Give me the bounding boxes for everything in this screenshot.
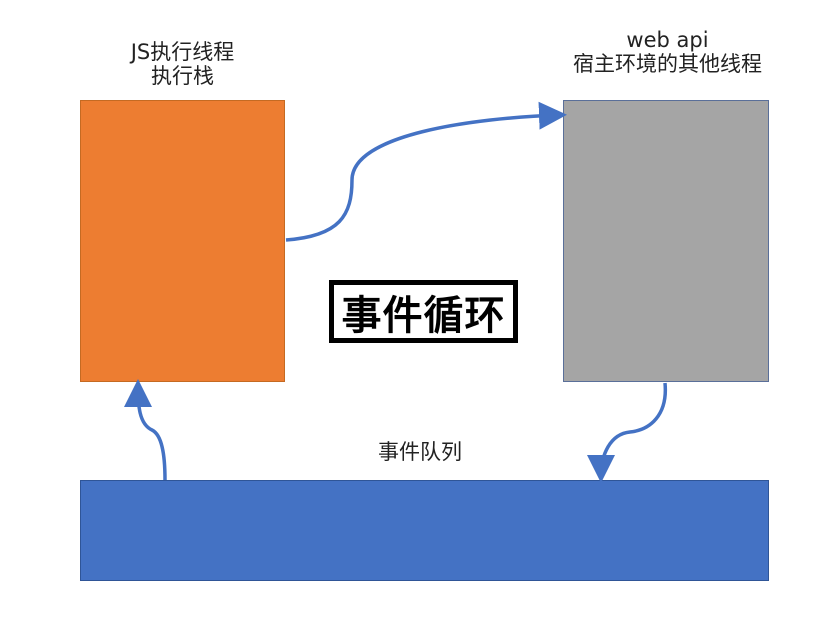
call-stack-box <box>80 100 285 382</box>
host-threads-title: 宿主环境的其他线程 <box>573 52 762 76</box>
web-api-title: web api <box>626 28 709 52</box>
arrow-webapi-to-queue <box>587 382 667 483</box>
event-queue-box <box>80 480 769 581</box>
event-loop-title: 事件循环 <box>341 292 506 339</box>
event-queue-label: 事件队列 <box>378 440 462 464</box>
event-loop-title-box: 事件循环 <box>329 280 518 343</box>
arrow-queue-to-stack <box>124 379 167 481</box>
call-stack-title: 执行栈 <box>151 64 214 88</box>
web-api-label: web api 宿主环境的其他线程 <box>555 28 780 76</box>
js-thread-label: JS执行线程 执行栈 <box>80 40 285 88</box>
arrow-stack-to-webapi <box>285 101 567 242</box>
web-api-box <box>563 100 769 382</box>
js-thread-title: JS执行线程 <box>130 40 235 64</box>
